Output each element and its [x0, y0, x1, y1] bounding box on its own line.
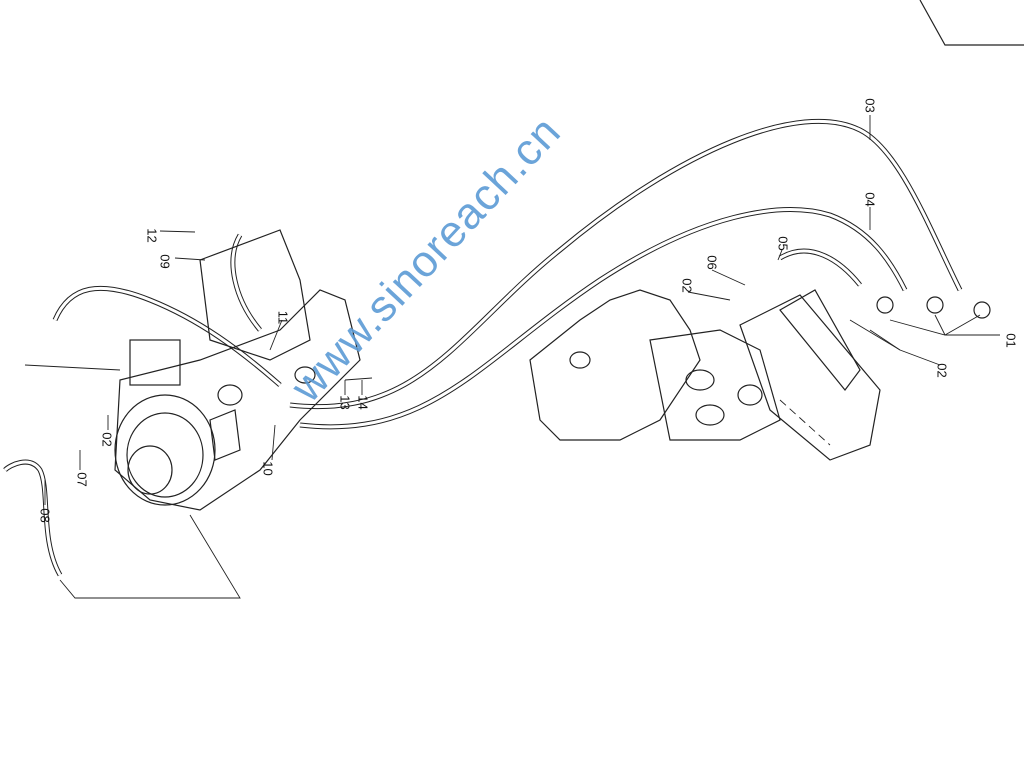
hose-08 — [3, 459, 63, 577]
callout-04: 04 — [862, 192, 878, 207]
pump-assembly — [114, 229, 361, 511]
callout-02-left: 02 — [99, 432, 115, 447]
callout-09: 09 — [157, 254, 173, 269]
callout-02-mid: 02 — [679, 278, 695, 293]
callout-11: 11 — [275, 310, 291, 325]
hose-04 — [299, 207, 908, 430]
solenoid-block — [739, 289, 991, 461]
hose-03 — [289, 118, 963, 410]
callout-10: 10 — [260, 461, 276, 476]
callout-13: 13 — [337, 395, 353, 410]
frame-corner — [919, 0, 1024, 46]
callout-05: 05 — [775, 236, 791, 251]
callout-06: 06 — [704, 255, 720, 270]
hose-left — [52, 233, 282, 387]
callout-14: 14 — [355, 395, 371, 410]
hose-05 — [778, 248, 862, 287]
callout-12: 12 — [144, 228, 160, 243]
callout-01: 01 — [1003, 333, 1019, 348]
callout-02-right: 02 — [934, 363, 950, 378]
callout-08: 08 — [37, 508, 53, 523]
callout-07: 07 — [74, 472, 90, 487]
control-valve — [529, 289, 781, 441]
callout-03: 03 — [862, 98, 878, 113]
leader-lines — [24, 115, 1000, 599]
